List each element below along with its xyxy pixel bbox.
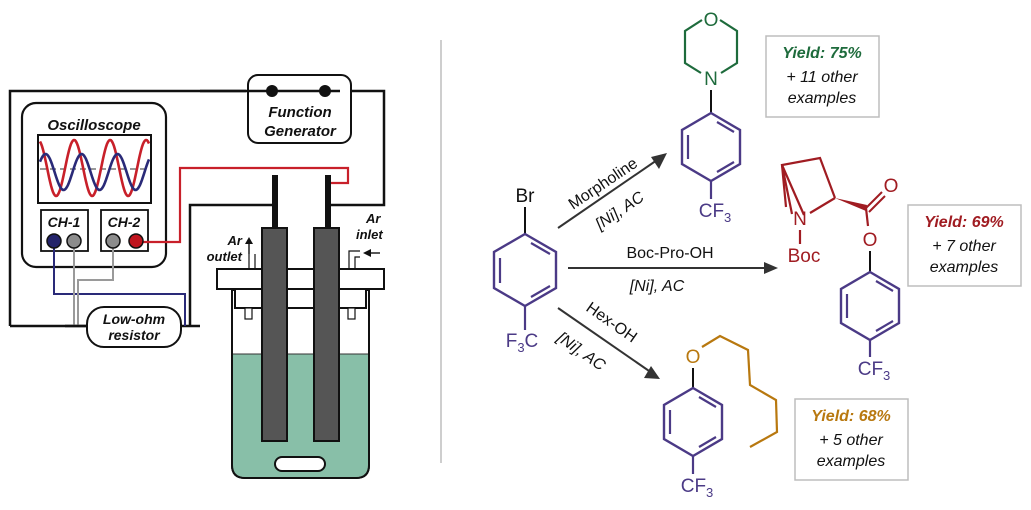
reaction-scheme: Br F3C Morpholine [Ni], AC Boc-Pro-OH [N… (492, 10, 1022, 500)
reaction-arrow-morpholine: Morpholine [Ni], AC (557, 153, 667, 234)
ch1-label: CH-1 (48, 214, 81, 230)
f3c-sub: 3 (517, 340, 524, 355)
electrode-left-rod (272, 175, 278, 228)
electrode-right-rod (325, 175, 331, 228)
waveform-blue (38, 152, 151, 192)
morpholine-ring (683, 19, 739, 74)
other-examples-morpholine-1: + 11 other (786, 69, 858, 86)
ar-inlet-label-2: inlet (356, 227, 383, 242)
other-examples-hexyl-2: examples (817, 453, 885, 470)
morpholine-o: O (704, 10, 719, 31)
lid-top (216, 268, 385, 290)
ch1-terminal-blue (46, 233, 62, 249)
hexyl-cf3: CF3 (681, 476, 714, 500)
f3c-c: C (525, 331, 539, 352)
function-generator-label-1: Function (268, 104, 331, 121)
substrate-aryl-bromide: Br F3C (492, 186, 558, 355)
ester-o: O (863, 230, 878, 251)
fg-terminal-right (319, 85, 331, 97)
reaction-arrow-boc-pro: Boc-Pro-OH [Ni], AC (568, 245, 778, 295)
product-morpholine: O N CF3 (680, 10, 742, 225)
cf3-c: CF (858, 359, 883, 380)
conditions-hex-oh: [Ni], AC (553, 329, 609, 375)
other-examples-boc-pro-1: + 7 other (932, 238, 996, 255)
substrate-f3c: F3C (506, 331, 539, 355)
ch2-terminal-red (128, 233, 144, 249)
ether-o: O (686, 347, 701, 368)
ch1-terminal-gray (66, 233, 82, 249)
morpholine-n: N (704, 69, 718, 90)
ch2-label: CH-2 (108, 214, 141, 230)
substrate-ring (492, 232, 558, 308)
electrode-left (261, 227, 288, 442)
conditions-boc-pro-oh: [Ni], AC (629, 278, 685, 295)
cf3-sub: 3 (883, 368, 890, 383)
reagent-boc-pro-oh: Boc-Pro-OH (626, 245, 713, 262)
resistor-label-1: Low-ohm (103, 311, 165, 327)
yield-box-hexyl: Yield: 68% + 5 other examples (794, 398, 909, 481)
hexyl-chain (701, 334, 779, 448)
ch2-terminal-gray (105, 233, 121, 249)
cf3-sub: 3 (724, 210, 731, 225)
wire-ch1-blue (53, 242, 186, 326)
waveform-red (38, 138, 151, 198)
ar-outlet-tube (248, 254, 256, 269)
yield-boc-pro: Yield: 69% (924, 214, 1003, 231)
proline-boc: Boc (788, 246, 821, 267)
other-examples-boc-pro-2: examples (930, 259, 998, 276)
oscilloscope-label: Oscilloscope (47, 117, 140, 134)
yield-box-morpholine: Yield: 75% + 11 other examples (765, 35, 880, 118)
ar-inlet-label-1: Ar (365, 211, 381, 226)
substrate-br: Br (516, 186, 536, 207)
carbonyl-o: O (884, 176, 899, 197)
lid-bottom (234, 288, 367, 309)
yield-hexyl: Yield: 68% (811, 408, 890, 425)
cf3-c: CF (681, 476, 706, 497)
reagent-hex-oh: Hex-OH (583, 299, 640, 346)
apparatus-diagram: Function Generator Oscilloscope CH-1 CH-… (8, 74, 386, 479)
fg-terminal-left (266, 85, 278, 97)
electrode-right (313, 227, 340, 442)
wire-outer-left (8, 89, 246, 326)
wedge-bond (835, 198, 867, 211)
wire-fg-right (325, 89, 386, 207)
yield-morpholine: Yield: 75% (782, 45, 861, 62)
function-generator-label-2: Generator (264, 123, 337, 140)
wire-ch2-gray (77, 242, 114, 326)
reaction-arrow-hex-oh: Hex-OH [Ni], AC (553, 299, 660, 379)
wire-resistor-right (188, 203, 278, 326)
resistor-label-2: resistor (108, 327, 161, 343)
ar-inlet-tube (348, 250, 360, 269)
ar-outlet-label-2: outlet (207, 249, 243, 264)
ar-outlet-label-1: Ar (227, 233, 243, 248)
stir-bar (274, 456, 326, 472)
wire-ch2-red (136, 166, 350, 244)
product-boc-pro-ester: N Boc O O CF3 (780, 156, 901, 383)
proline-n: N (793, 209, 807, 230)
boc-pro-cf3: CF3 (858, 359, 891, 383)
other-examples-morpholine-2: examples (788, 90, 856, 107)
pyrrolidine-ring (780, 156, 837, 216)
product-hexyl-ether: O CF3 (662, 334, 779, 500)
cf3-sub: 3 (706, 485, 713, 500)
morpholine-cf3: CF3 (699, 201, 732, 225)
f3c-f: F (506, 331, 518, 352)
cf3-c: CF (699, 201, 724, 222)
yield-box-boc-pro: Yield: 69% + 7 other examples (907, 204, 1022, 287)
other-examples-hexyl-1: + 5 other (819, 432, 883, 449)
